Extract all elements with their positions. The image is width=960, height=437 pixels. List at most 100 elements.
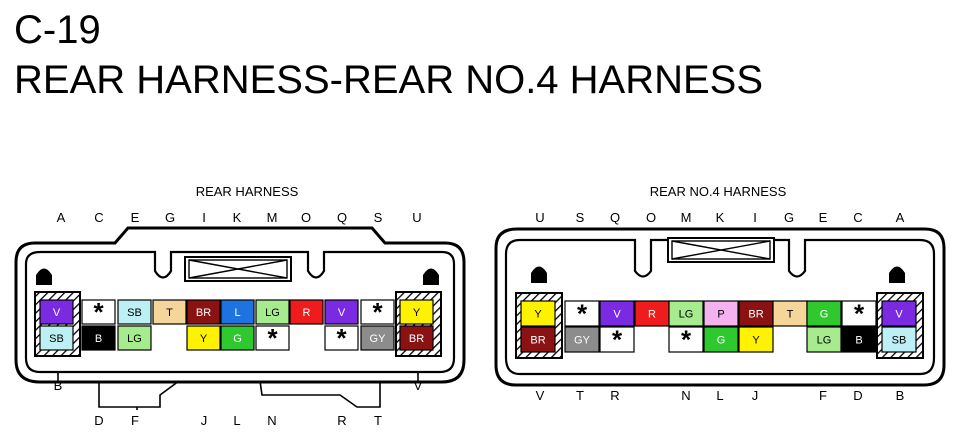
pin-letter: J [752,388,759,403]
terminal-cell [881,300,917,327]
terminal-cell [564,326,600,353]
terminal-unused-mark: * [93,297,104,327]
pin-letter: C [853,210,862,225]
pin-letter: U [412,210,421,225]
pin-letter: R [610,388,619,403]
connector-code: C-19 [14,8,101,52]
terminal-cell [255,299,290,325]
pin-letter: I [202,210,206,225]
lock-tab-right [889,266,905,283]
terminal-cell [220,325,255,351]
pin-letter: N [267,413,276,428]
wire-color-label: BR [409,333,424,345]
pin-letter: B [54,378,63,393]
pin-letter: V [414,378,423,393]
lock-window [184,256,292,282]
wire-color-label: G [717,335,726,347]
terminal-cell [738,326,774,353]
wire-color-label: LG [679,309,694,321]
terminal-cell [772,300,808,327]
terminal-cell [841,300,877,327]
wire-color-label: T [787,309,794,321]
wire-color-label: Y [200,333,208,345]
terminal-cell [520,326,556,353]
wire-color-label: Y [413,307,421,319]
page-title: REAR HARNESS-REAR NO.4 HARNESS [14,58,764,102]
pin-letter: R [337,413,346,428]
pin-letter: S [374,210,383,225]
pin-letter: C [94,210,103,225]
terminal-cell [39,299,74,325]
wire-color-label: LG [265,307,280,319]
terminal-cell [81,299,116,325]
terminal-cell [668,300,704,327]
pin-letter: E [819,210,828,225]
lock-tab-right [423,268,439,285]
terminal-unused-mark: * [854,299,865,329]
terminal-cell [117,325,152,351]
wire-color-label: Y [534,309,542,321]
wire-color-label: T [166,307,173,319]
wire-color-label: V [895,309,903,321]
terminal-cell [324,299,359,325]
terminal-unused-mark: * [612,325,623,355]
terminal-cell [220,299,255,325]
terminal-cell [39,325,74,351]
terminal-cell [186,325,221,351]
terminal-cell [881,326,917,353]
terminal-cell [360,325,395,351]
pin-letter: L [716,388,723,403]
pin-lead-lines [57,372,419,410]
pin-letter: I [753,210,757,225]
lock-tab-left [36,268,52,285]
pin-letter: M [267,210,278,225]
terminal-cell [599,300,635,327]
connector-title-rear-harness: REAR HARNESS [196,184,299,199]
wire-color-label: B [95,333,102,345]
terminal-cell [564,300,600,327]
wire-color-label: V [338,307,346,319]
wire-color-label: SB [892,335,907,347]
wire-color-label: G [820,309,829,321]
terminal-unused-mark: * [372,297,383,327]
pin-letter: M [681,210,692,225]
terminal-cell [324,325,359,351]
pin-letter: D [94,413,103,428]
pin-letter: U [535,210,544,225]
wire-color-label: Y [752,335,760,347]
terminal-cell [117,299,152,325]
wire-color-label: R [648,309,656,321]
wire-color-label: BR [748,309,763,321]
wire-color-label: BR [196,307,211,319]
pin-letter: F [819,388,827,403]
pin-letter: F [131,413,139,428]
pin-letter: L [233,413,240,428]
pin-letter: J [201,413,208,428]
pin-letter: K [233,210,242,225]
pin-letter: D [853,388,862,403]
terminal-cell [360,299,395,325]
wire-color-label: LG [817,335,832,347]
pin-letter: V [536,388,545,403]
pin-letters-bottom-rear-harness: B V D F J L N R T [54,378,423,428]
pin-letter: N [681,388,690,403]
terminal-cell [634,300,670,327]
wire-color-label: BR [530,335,545,347]
connector-title-rear-no4-harness: REAR NO.4 HARNESS [650,184,787,199]
pin-letter: Q [610,210,620,225]
pin-letter: A [57,210,66,225]
terminal-unused-mark: * [577,299,588,329]
pin-letter: S [576,210,585,225]
terminal-cell [841,326,877,353]
terminal-cell [81,325,116,351]
pin-letter: T [374,413,382,428]
terminal-cell [255,325,290,351]
pin-letter: K [716,210,725,225]
wire-color-label: SB [127,307,142,319]
